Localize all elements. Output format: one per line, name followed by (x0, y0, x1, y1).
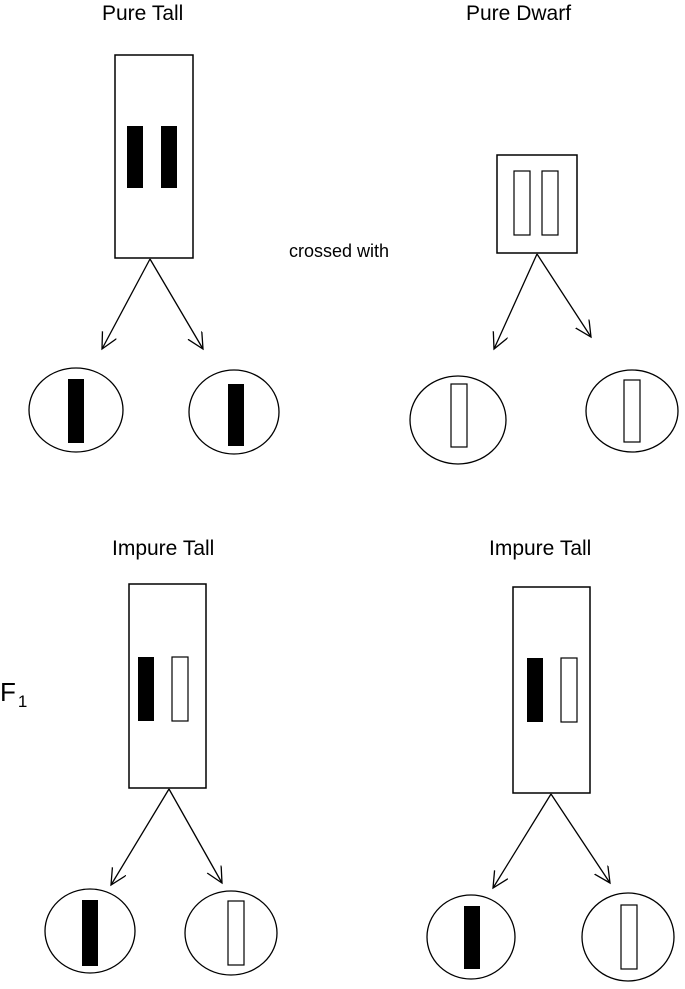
pure-dwarf-arrow-left (494, 253, 538, 349)
impure-tall-left-gametes (44, 888, 278, 976)
pure-dwarf-factor-1 (513, 170, 531, 236)
impure-tall-right-label: Impure Tall (489, 537, 592, 560)
pure-tall-gamete-1-factor (68, 379, 84, 443)
impure-tall-left-gamete-2-factor (227, 900, 245, 966)
impure-tall-left-arrow-left (111, 788, 170, 885)
crossed-with-label: crossed with (289, 241, 390, 261)
impure-tall-right-gamete-1-factor (464, 906, 480, 969)
pure-dwarf-arrow-right (536, 253, 591, 337)
pure-dwarf-factor-2 (541, 170, 559, 236)
impure-tall-right-dominant-factor (527, 658, 543, 722)
pure-dwarf-plant-box (496, 154, 578, 254)
pure-tall-label: Pure Tall (102, 2, 184, 25)
pure-dwarf-gametes (409, 369, 679, 465)
impure-tall-left-dominant-factor (138, 657, 154, 721)
impure-tall-right-plant-box (512, 586, 591, 794)
pure-tall-gametes (28, 367, 280, 455)
impure-tall-left-label: Impure Tall (112, 537, 215, 560)
impure-tall-left-gamete-1-factor (82, 900, 98, 966)
pure-tall-arrow-left (102, 258, 151, 349)
pure-tall-factor-1 (127, 126, 143, 188)
pure-dwarf-parent (494, 154, 591, 349)
pure-dwarf-label: Pure Dwarf (466, 2, 572, 25)
generation-number: 1 (17, 692, 28, 711)
impure-tall-right-arrow-right (550, 793, 610, 883)
pure-dwarf-gamete-2-factor (623, 379, 641, 443)
pure-tall-plant-box (114, 54, 194, 259)
impure-tall-right-gametes (426, 892, 675, 982)
impure-tall-right-recessive-factor (560, 657, 578, 723)
impure-tall-left-recessive-factor (171, 656, 189, 722)
pure-tall-gamete-2-factor (228, 384, 244, 446)
pure-dwarf-gamete-1-factor (450, 383, 468, 448)
pure-tall-factor-2 (161, 126, 177, 188)
impure-tall-left-plant (111, 583, 222, 885)
generation-letter: F (0, 677, 16, 707)
impure-tall-right-arrow-left (493, 793, 552, 888)
impure-tall-left-arrow-right (168, 788, 222, 883)
impure-tall-right-plant (493, 586, 610, 888)
pure-tall-parent (102, 54, 203, 349)
pure-tall-arrow-right (149, 258, 203, 349)
impure-tall-right-gamete-2-factor (620, 904, 638, 970)
